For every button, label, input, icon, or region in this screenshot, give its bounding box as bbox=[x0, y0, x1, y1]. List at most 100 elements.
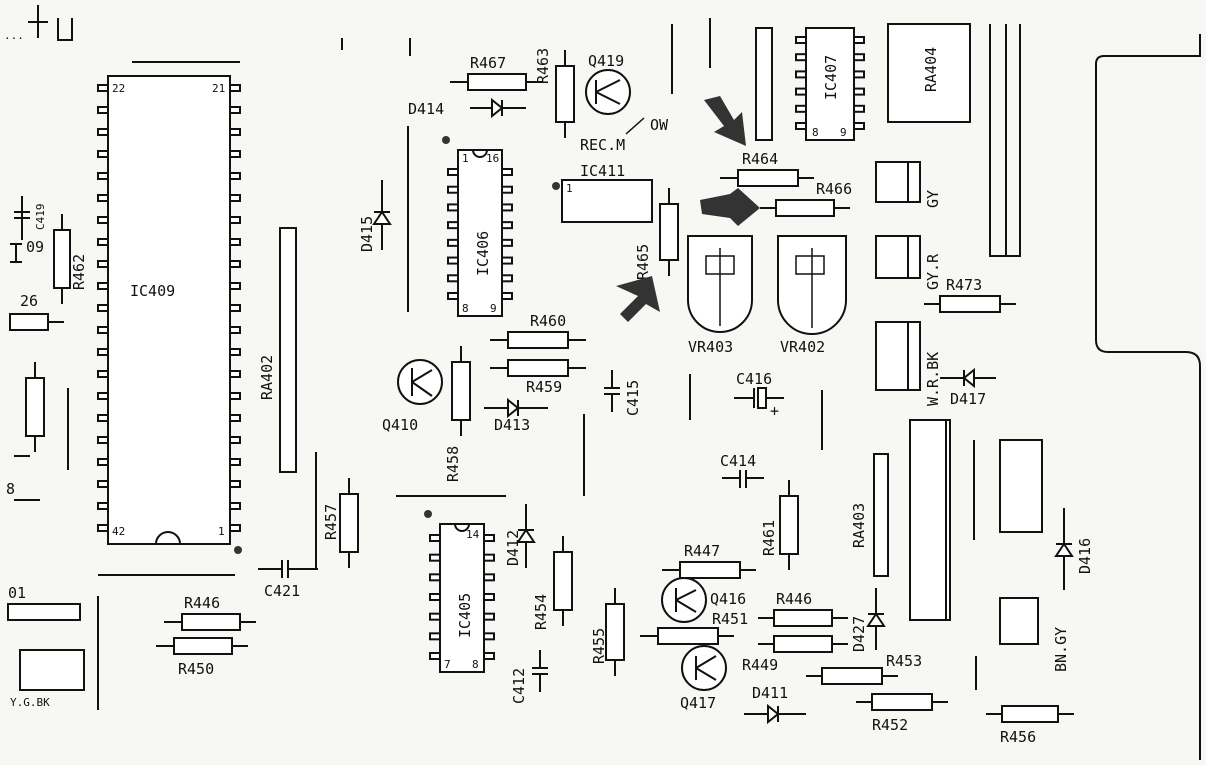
vr402-trimmer: VR402 bbox=[777, 235, 847, 356]
pointer-arrow-r466 bbox=[700, 188, 760, 226]
r452-label: R452 bbox=[872, 716, 908, 734]
ic406-pin bbox=[447, 238, 459, 247]
bn-gy-wire-label: BN.GY bbox=[1052, 627, 1070, 672]
r449-label: R449 bbox=[742, 656, 778, 674]
ic407-pin bbox=[795, 53, 807, 62]
ic409-pin bbox=[229, 194, 241, 202]
ic406-pin bbox=[447, 203, 459, 212]
r453-label: R453 bbox=[886, 652, 922, 670]
r446a-label: R446 bbox=[184, 594, 220, 612]
ic409-pin bbox=[97, 392, 109, 400]
r450-label: R450 bbox=[178, 660, 214, 678]
ic411-label: IC411 bbox=[580, 162, 625, 180]
ic409-pin bbox=[229, 436, 241, 444]
c415-label: C415 bbox=[624, 380, 642, 416]
ic406-pin bbox=[447, 168, 459, 176]
d412-label: D412 bbox=[504, 530, 522, 566]
ic409-pin bbox=[229, 326, 241, 334]
ic407-pin bbox=[853, 122, 865, 130]
ic406-group: D415 1 16 8 9 IC406 bbox=[358, 126, 513, 317]
ic407-group: IC407 8 9 R464 R466 bbox=[671, 18, 865, 226]
ra403-label: RA403 bbox=[850, 503, 868, 548]
ic409-pin22: 22 bbox=[112, 82, 125, 95]
ic409-pin bbox=[229, 128, 241, 136]
wire-connectors: GY GY.R R473 W.R.BK D417 BN.GY bbox=[875, 161, 1070, 672]
ic409-pin bbox=[229, 392, 241, 400]
frag-8-label: 8 bbox=[6, 480, 15, 498]
left-edge-parts: C419 09 R462 26 8 01 Y.G.BK bbox=[6, 196, 235, 710]
ic409-pin bbox=[97, 370, 109, 378]
ic409-pin bbox=[229, 304, 241, 312]
ic406-pin bbox=[447, 274, 459, 283]
ic409-pin bbox=[97, 458, 109, 466]
board-edge-outline bbox=[1095, 34, 1201, 760]
ic409-pin1: 1 bbox=[218, 525, 225, 538]
frag-top-label: ··· bbox=[4, 32, 24, 45]
ic409-pins-right bbox=[229, 84, 241, 532]
ic407-pin bbox=[853, 36, 865, 44]
top-left-fragments: ··· bbox=[4, 5, 411, 56]
ic409-pin bbox=[97, 216, 109, 224]
r473-label: R473 bbox=[946, 276, 982, 294]
ic406-pin1: 1 bbox=[462, 152, 469, 165]
ic409-pin bbox=[229, 84, 241, 92]
frag-01-label: 01 bbox=[8, 584, 26, 602]
ic406-pin bbox=[501, 292, 513, 300]
y-g-bk-wire-label: Y.G.BK bbox=[10, 696, 50, 709]
r456-label: R456 bbox=[1000, 728, 1036, 746]
ic407-pin bbox=[795, 70, 807, 79]
d411-label: D411 bbox=[752, 684, 788, 702]
r455-label: R455 bbox=[590, 628, 608, 664]
ra403-group: RA403 bbox=[850, 419, 951, 621]
ic407-pin bbox=[853, 53, 865, 62]
ic405-pin7: 7 bbox=[444, 658, 451, 671]
ic405-pin14: 14 bbox=[466, 528, 480, 541]
ic411-group: IC411 1 bbox=[552, 162, 653, 223]
ic409-pin bbox=[97, 414, 109, 422]
vr403-label: VR403 bbox=[688, 338, 733, 356]
frag-26-label: 26 bbox=[20, 292, 38, 310]
ic409-pin bbox=[97, 128, 109, 136]
ic409-pin bbox=[97, 326, 109, 334]
d417-label: D417 bbox=[950, 390, 986, 408]
ic409-pin bbox=[97, 84, 109, 92]
ra404-label: RA404 bbox=[922, 47, 940, 92]
c416-plus-marker: + bbox=[770, 402, 779, 420]
ic407-pin bbox=[795, 122, 807, 130]
lower-center-group: D412 R454 R455 C412 bbox=[504, 504, 625, 704]
d427-label: D427 bbox=[850, 616, 868, 652]
d416-label: D416 bbox=[1076, 538, 1094, 574]
gy-wire-label: GY bbox=[924, 190, 942, 208]
ic407-pin8: 8 bbox=[812, 126, 819, 139]
c412-label: C412 bbox=[510, 668, 528, 704]
ic409-pin bbox=[229, 106, 241, 114]
ic411-pin1: 1 bbox=[566, 182, 573, 195]
ic409-pin bbox=[229, 524, 241, 532]
ic405-pin bbox=[483, 652, 495, 660]
ic409-pin bbox=[97, 304, 109, 312]
ic406-pin bbox=[501, 274, 513, 283]
w-r-bk-wire-label: W.R.BK bbox=[924, 352, 942, 406]
ic409-pin bbox=[229, 502, 241, 510]
r446b-label: R446 bbox=[776, 590, 812, 608]
ic406-label: IC406 bbox=[474, 231, 492, 276]
ic409-pin bbox=[229, 216, 241, 224]
ic409-pin bbox=[229, 458, 241, 466]
ic405-pin bbox=[429, 534, 441, 542]
ic407-pins bbox=[795, 36, 865, 130]
ic406-pins bbox=[447, 168, 513, 300]
c421-label: C421 bbox=[264, 582, 300, 600]
d413-label: D413 bbox=[494, 416, 530, 434]
ic405-pin bbox=[429, 593, 441, 601]
r460-label: R460 bbox=[530, 312, 566, 330]
ic406-pin bbox=[447, 185, 459, 194]
rec-m-label: REC.M bbox=[580, 136, 625, 154]
ic409-pin bbox=[229, 260, 241, 268]
ic409-pin bbox=[97, 106, 109, 114]
ic409-label: IC409 bbox=[130, 282, 175, 300]
ic406-pin bbox=[501, 168, 513, 176]
ic405-pin bbox=[429, 652, 441, 660]
ic405-pin bbox=[483, 612, 495, 621]
r454-label: R454 bbox=[532, 594, 550, 630]
